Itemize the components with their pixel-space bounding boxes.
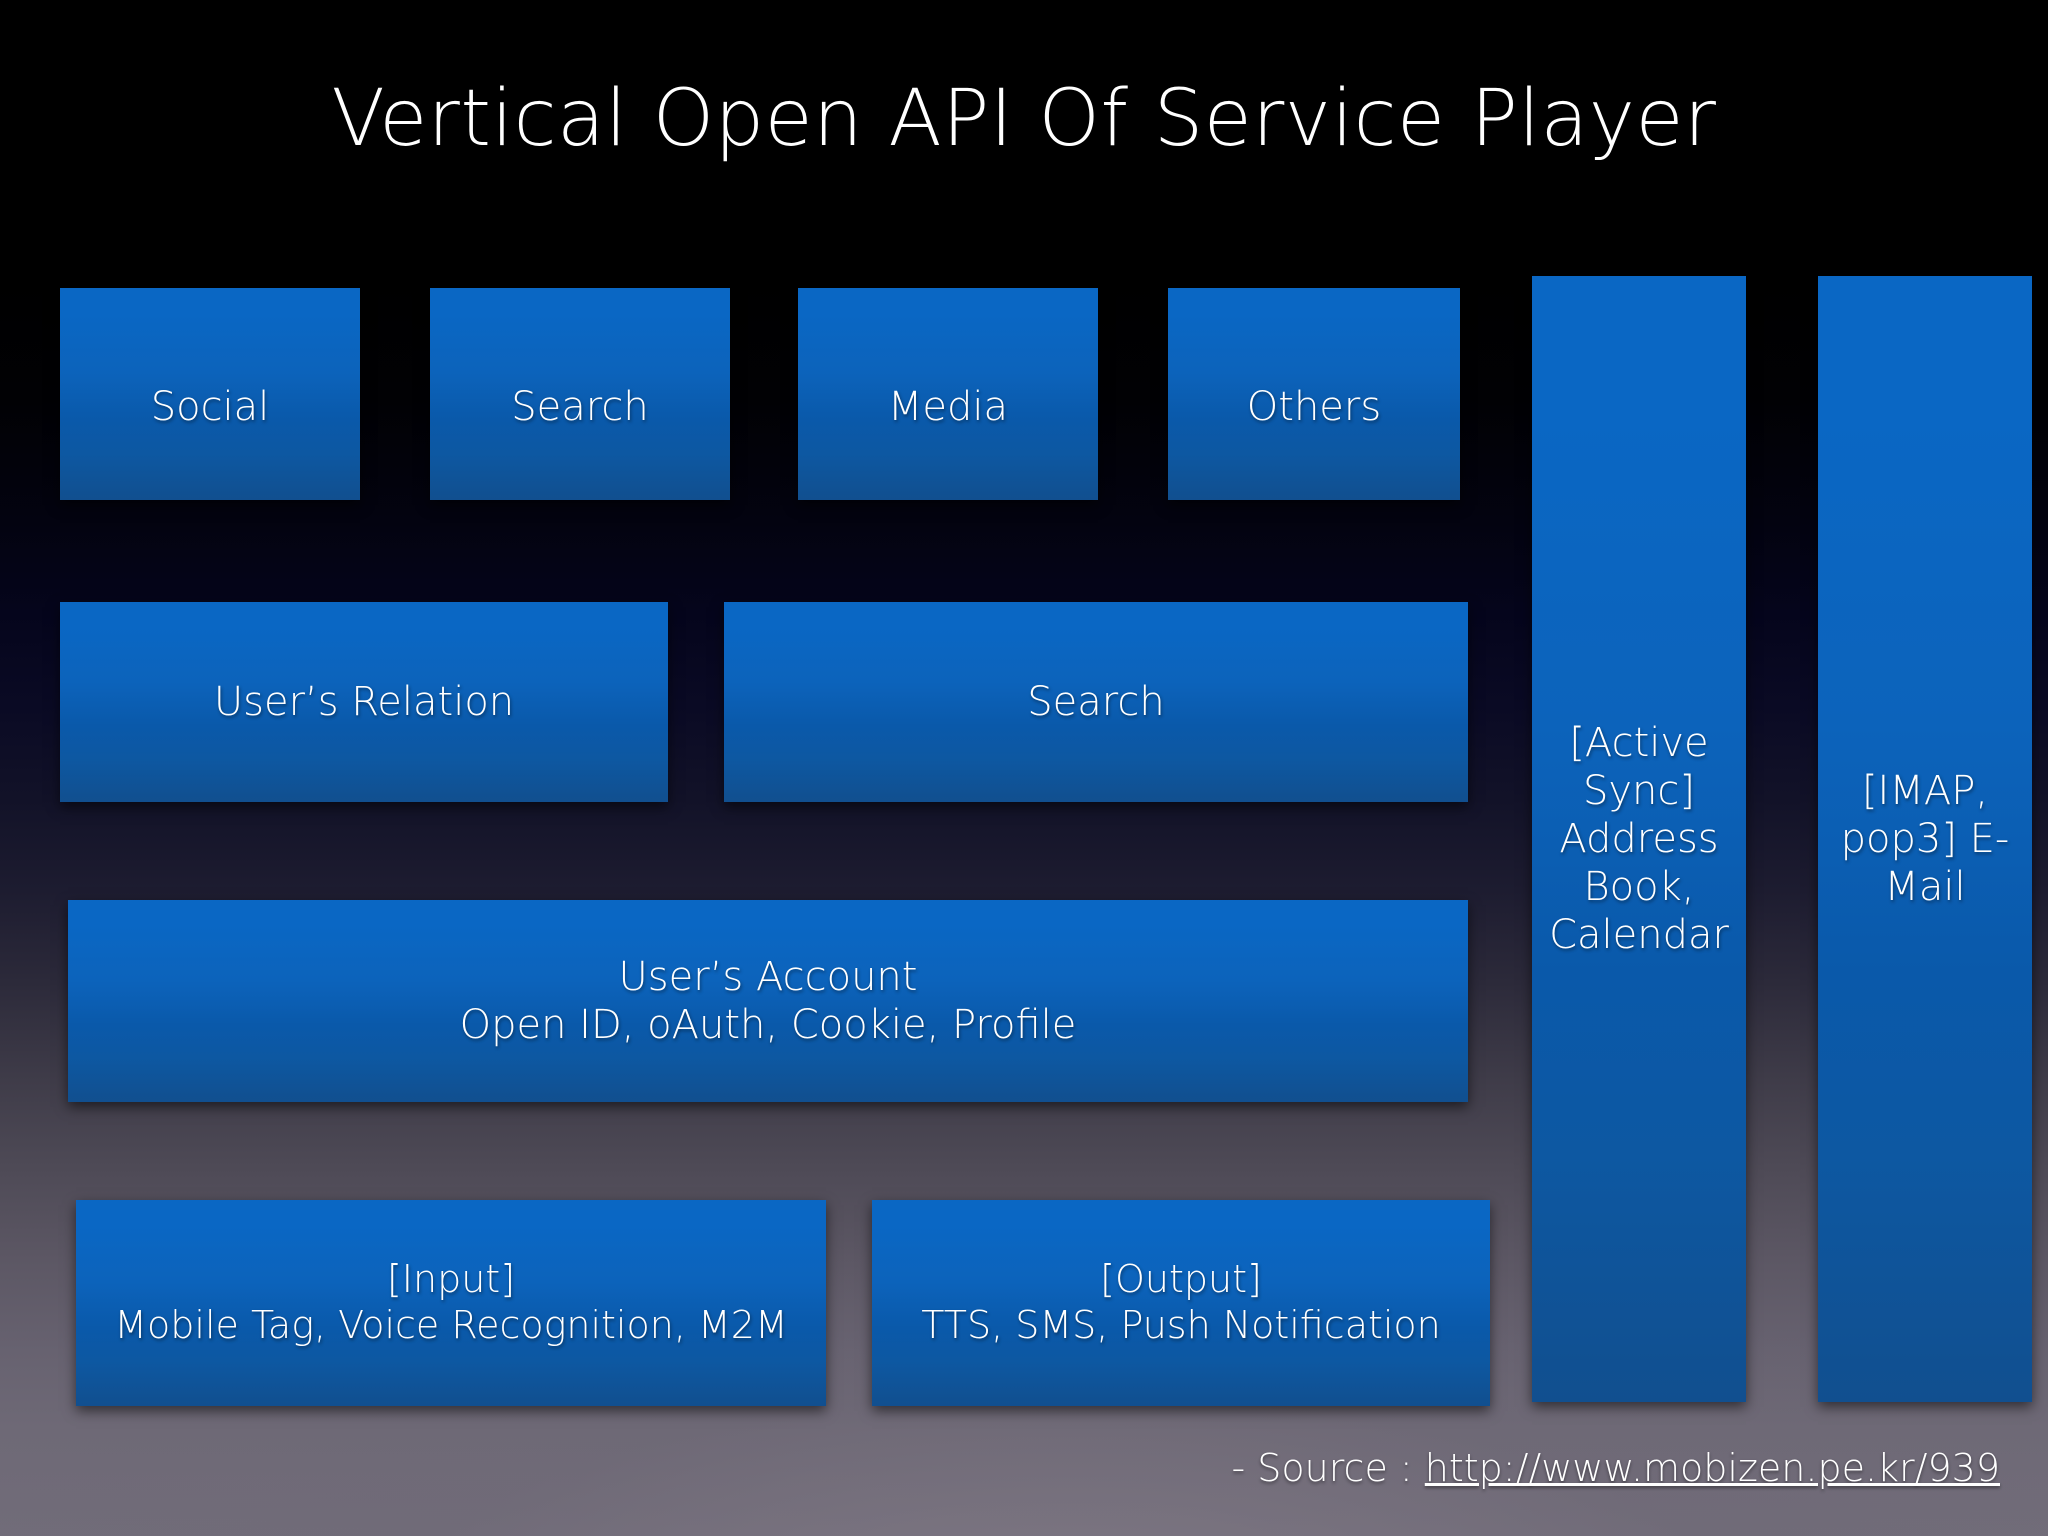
source-note: - Source : http://www.mobizen.pe.kr/939 — [1232, 1446, 2000, 1490]
layer-input-line2: Mobile Tag, Voice Recognition, M2M — [114, 1303, 788, 1347]
layer-users-relation[interactable]: User’s Relation — [60, 602, 668, 802]
column-email-label: [IMAP, pop3] E-Mail — [1840, 768, 2010, 910]
layer-search-label: Search — [1027, 679, 1165, 725]
layer-input-line1: [Input] — [386, 1257, 516, 1302]
tile-others[interactable]: Others — [1168, 288, 1460, 500]
tile-search-label: Search — [511, 384, 649, 430]
layer-users-account-line1: User’s Account — [618, 954, 918, 1000]
column-email[interactable]: [IMAP, pop3] E-Mail — [1818, 276, 2032, 1402]
layer-output-line2: TTS, SMS, Push Notification — [921, 1303, 1441, 1347]
layer-input[interactable]: [Input] Mobile Tag, Voice Recognition, M… — [76, 1200, 826, 1406]
source-link[interactable]: http://www.mobizen.pe.kr/939 — [1424, 1446, 2000, 1490]
source-prefix: - Source : — [1231, 1446, 1425, 1490]
layer-output-text: [Output] TTS, SMS, Push Notification — [921, 1257, 1441, 1348]
layer-output[interactable]: [Output] TTS, SMS, Push Notification — [872, 1200, 1490, 1406]
layer-users-account-line2: Open ID, oAuth, Cookie, Profile — [459, 1002, 1077, 1048]
tile-social-label: Social — [150, 384, 270, 430]
tile-media[interactable]: Media — [798, 288, 1098, 500]
tile-media-label: Media — [887, 384, 1009, 430]
tile-search[interactable]: Search — [430, 288, 730, 500]
tile-others-label: Others — [1246, 384, 1382, 430]
layer-input-text: [Input] Mobile Tag, Voice Recognition, M… — [114, 1257, 787, 1348]
tile-social[interactable]: Social — [60, 288, 360, 500]
page-title: Vertical Open API Of Service Player — [331, 74, 1717, 164]
layer-users-relation-label: User’s Relation — [213, 679, 515, 725]
column-active-sync-label: [Active Sync] Address Book, Calendar — [1549, 720, 1729, 958]
layer-search[interactable]: Search — [724, 602, 1468, 802]
column-active-sync[interactable]: [Active Sync] Address Book, Calendar — [1532, 276, 1746, 1402]
layer-output-line1: [Output] — [1100, 1257, 1262, 1302]
layer-users-account[interactable]: User’s Account Open ID, oAuth, Cookie, P… — [68, 900, 1468, 1102]
layer-users-account-text: User’s Account Open ID, oAuth, Cookie, P… — [460, 953, 1077, 1049]
